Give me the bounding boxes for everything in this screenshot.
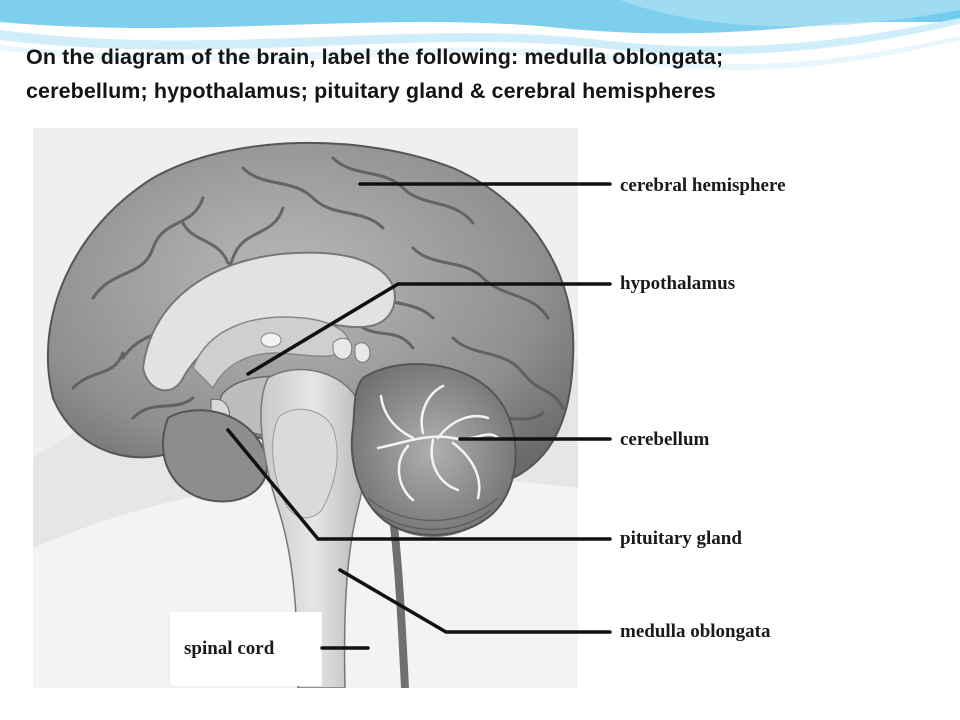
slide-title: On the diagram of the brain, label the f…: [26, 40, 946, 108]
brain-diagram: [33, 128, 578, 688]
label-cerebellum-text: cerebellum: [620, 429, 710, 450]
label-spinal-cord: spinal cord: [170, 612, 322, 686]
slide-title-line-2: cerebellum; hypothalamus; pituitary glan…: [26, 79, 716, 103]
label-hypothalamus: hypothalamus: [608, 252, 864, 316]
slide-title-line-1: On the diagram of the brain, label the f…: [26, 45, 724, 69]
label-medulla-oblongata-text: medulla oblongata: [620, 621, 771, 642]
label-cerebellum: cerebellum: [608, 410, 864, 470]
label-hypothalamus-text: hypothalamus: [620, 273, 736, 294]
label-medulla-oblongata: medulla oblongata: [608, 603, 864, 661]
label-cerebral-hemisphere-text: cerebral hemisphere: [620, 175, 786, 196]
slide-banner-decoration: [0, 0, 960, 71]
label-cerebral-hemisphere: cerebral hemisphere: [608, 150, 864, 222]
label-pituitary-gland: pituitary gland: [608, 510, 864, 568]
label-pituitary-gland-text: pituitary gland: [620, 528, 742, 549]
label-spinal-cord-text: spinal cord: [184, 638, 275, 659]
